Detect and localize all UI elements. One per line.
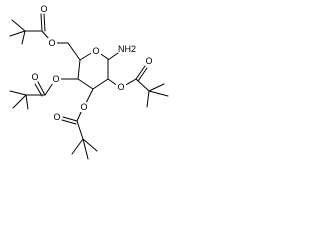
ring-oxygen-label: O <box>92 46 99 56</box>
amine-label: NH2 <box>118 44 136 54</box>
c4-ester-oxygen-label: O <box>52 74 59 84</box>
c2-carbonyl-oxygen-label: O <box>145 56 152 66</box>
c1-n-bond <box>107 52 119 61</box>
c4-carbonyl-oxygen-label: O <box>31 72 38 82</box>
c3-ester-oxygen-label: O <box>80 102 87 112</box>
molecule-structure: O NH2 O O O O O O O O <box>9 4 169 160</box>
c6-ester-oxygen-label: O <box>48 38 55 48</box>
pyranose-ring <box>77 51 109 90</box>
c6-carbonyl-oxygen-label: O <box>40 4 47 14</box>
c3-pivaloyl-group <box>61 88 98 160</box>
c2-ester-oxygen-label: O <box>117 82 124 92</box>
c3-carbonyl-oxygen-label: O <box>53 112 60 122</box>
c6-pivaloyl-group <box>9 13 81 61</box>
atom-labels: O NH2 O O O O O O O O <box>31 4 152 122</box>
c4-pivaloyl-group <box>9 78 79 110</box>
